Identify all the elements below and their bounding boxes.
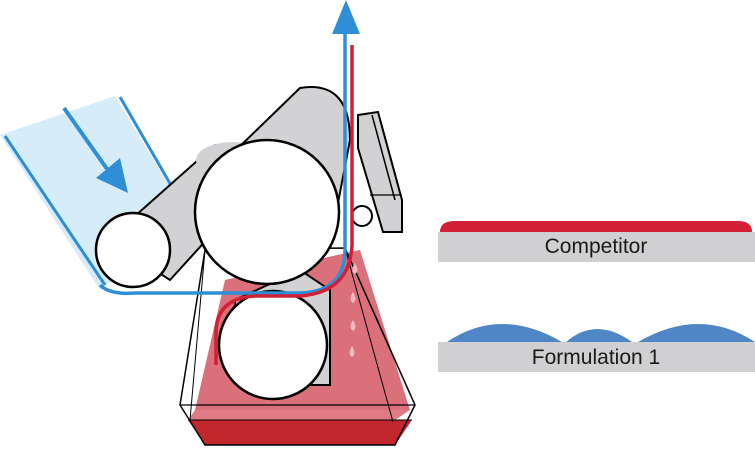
applicator-roller	[217, 268, 331, 401]
competitor-sample: Competitor	[438, 221, 755, 262]
formulation-sample: Formulation 1	[438, 324, 755, 372]
web-path	[98, 30, 347, 296]
coating-path	[214, 45, 354, 365]
web-direction-arrow-icon	[332, 0, 360, 34]
competitor-label: Competitor	[545, 235, 648, 258]
coating-droplets	[349, 263, 358, 357]
formulation-label: Formulation 1	[532, 346, 660, 369]
feed-direction-arrow-icon	[62, 106, 128, 193]
main-roller	[193, 86, 352, 286]
metering-blade	[351, 110, 403, 233]
